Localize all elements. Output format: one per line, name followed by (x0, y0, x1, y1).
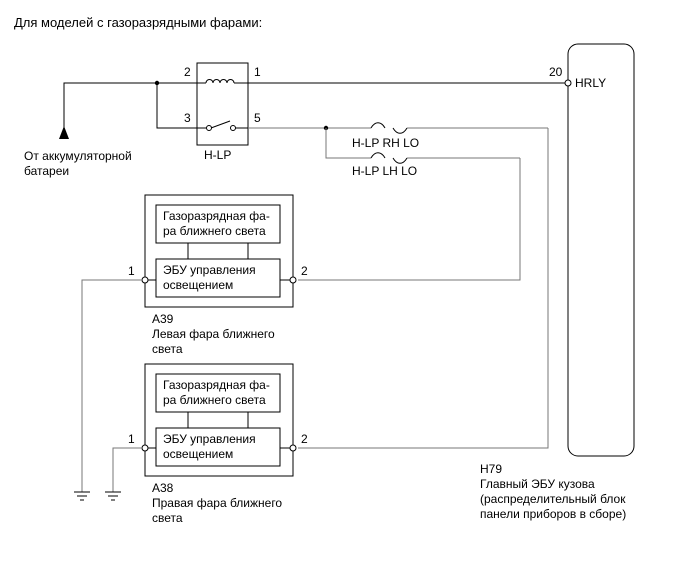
switch-contact-icon (206, 125, 212, 131)
ecu-label-line3: панели приборов в сборе) (480, 507, 626, 521)
lamp-left-label-line2: света (152, 342, 183, 356)
coil-icon (205, 79, 235, 84)
fuse-rh-icon (370, 122, 408, 134)
relay-pin-2: 2 (184, 65, 191, 79)
lamp-left-ecu-line1: ЭБУ управления (163, 263, 256, 277)
connector-terminal-icon (289, 276, 297, 284)
fuse-branch: H-LP RH LO H-LP LH LO (248, 122, 549, 449)
ecu-pin-20: 20 (549, 65, 563, 79)
lamp-right-label-line1: Правая фара ближнего (152, 496, 282, 510)
fuse-lh-icon (370, 152, 408, 164)
lamp-right-bulb-line2: ра ближнего света (163, 393, 266, 407)
lamp-right-ecu-line1: ЭБУ управления (163, 432, 256, 446)
lamp-right-label-line2: света (152, 511, 183, 525)
lamp-left-bulb-line2: ра ближнего света (163, 224, 266, 238)
battery-feed: От аккумуляторной батареи (24, 80, 568, 178)
lamp-right-code: A38 (152, 481, 174, 495)
relay-pin-5: 5 (254, 111, 261, 125)
lamp-right-ecu-line2: освещением (163, 447, 233, 461)
ground-icon (105, 491, 121, 501)
ecu-terminal-hrly: HRLY (575, 76, 606, 90)
lamp-left-code: A39 (152, 312, 174, 326)
battery-label-line1: От аккумуляторной (24, 149, 132, 163)
fuse-lh-label: H-LP LH LO (352, 164, 417, 178)
h-lp-relay: 2 1 3 5 H-LP (184, 62, 261, 162)
lamp-left-label-line1: Левая фара ближнего (152, 327, 275, 341)
lamp-left-pin-2: 2 (301, 264, 308, 278)
lamp-right-pin-1: 1 (128, 432, 135, 446)
ecu-label-line1: Главный ЭБУ кузова (480, 477, 595, 491)
lamp-right-a38: Газоразрядная фа- ра ближнего света ЭБУ … (112, 363, 308, 525)
diagram-title: Для моделей с газоразрядными фарами: (14, 15, 262, 30)
connector-terminal-icon (141, 444, 149, 452)
battery-label-line2: батареи (24, 164, 69, 178)
lamp-left-a39: Газоразрядная фа- ра ближнего света ЭБУ … (81, 194, 308, 492)
ecu-label-line2: (распределительный блок (480, 492, 626, 506)
body-ecu-h79: 20 HRLY H79 Главный ЭБУ кузова (распреде… (480, 43, 635, 521)
fuse-rh-label: H-LP RH LO (352, 136, 419, 150)
lamp-right-bulb-line1: Газоразрядная фа- (163, 378, 270, 392)
relay-pin-3: 3 (184, 111, 191, 125)
ecu-terminal-icon (564, 79, 572, 87)
connector-terminal-icon (289, 444, 297, 452)
relay-pin-1: 1 (254, 65, 261, 79)
lamp-right-pin-2: 2 (301, 432, 308, 446)
battery-arrow-icon (59, 126, 69, 139)
lamp-left-ecu-line2: освещением (163, 278, 233, 292)
ground-icon (74, 491, 90, 501)
connector-terminal-icon (141, 276, 149, 284)
switch-contact-icon (230, 125, 236, 131)
relay-name: H-LP (204, 148, 231, 162)
lamp-left-bulb-line1: Газоразрядная фа- (163, 209, 270, 223)
lamp-left-pin-1: 1 (128, 264, 135, 278)
ecu-code: H79 (480, 462, 502, 476)
switch-blade-icon (210, 120, 231, 129)
